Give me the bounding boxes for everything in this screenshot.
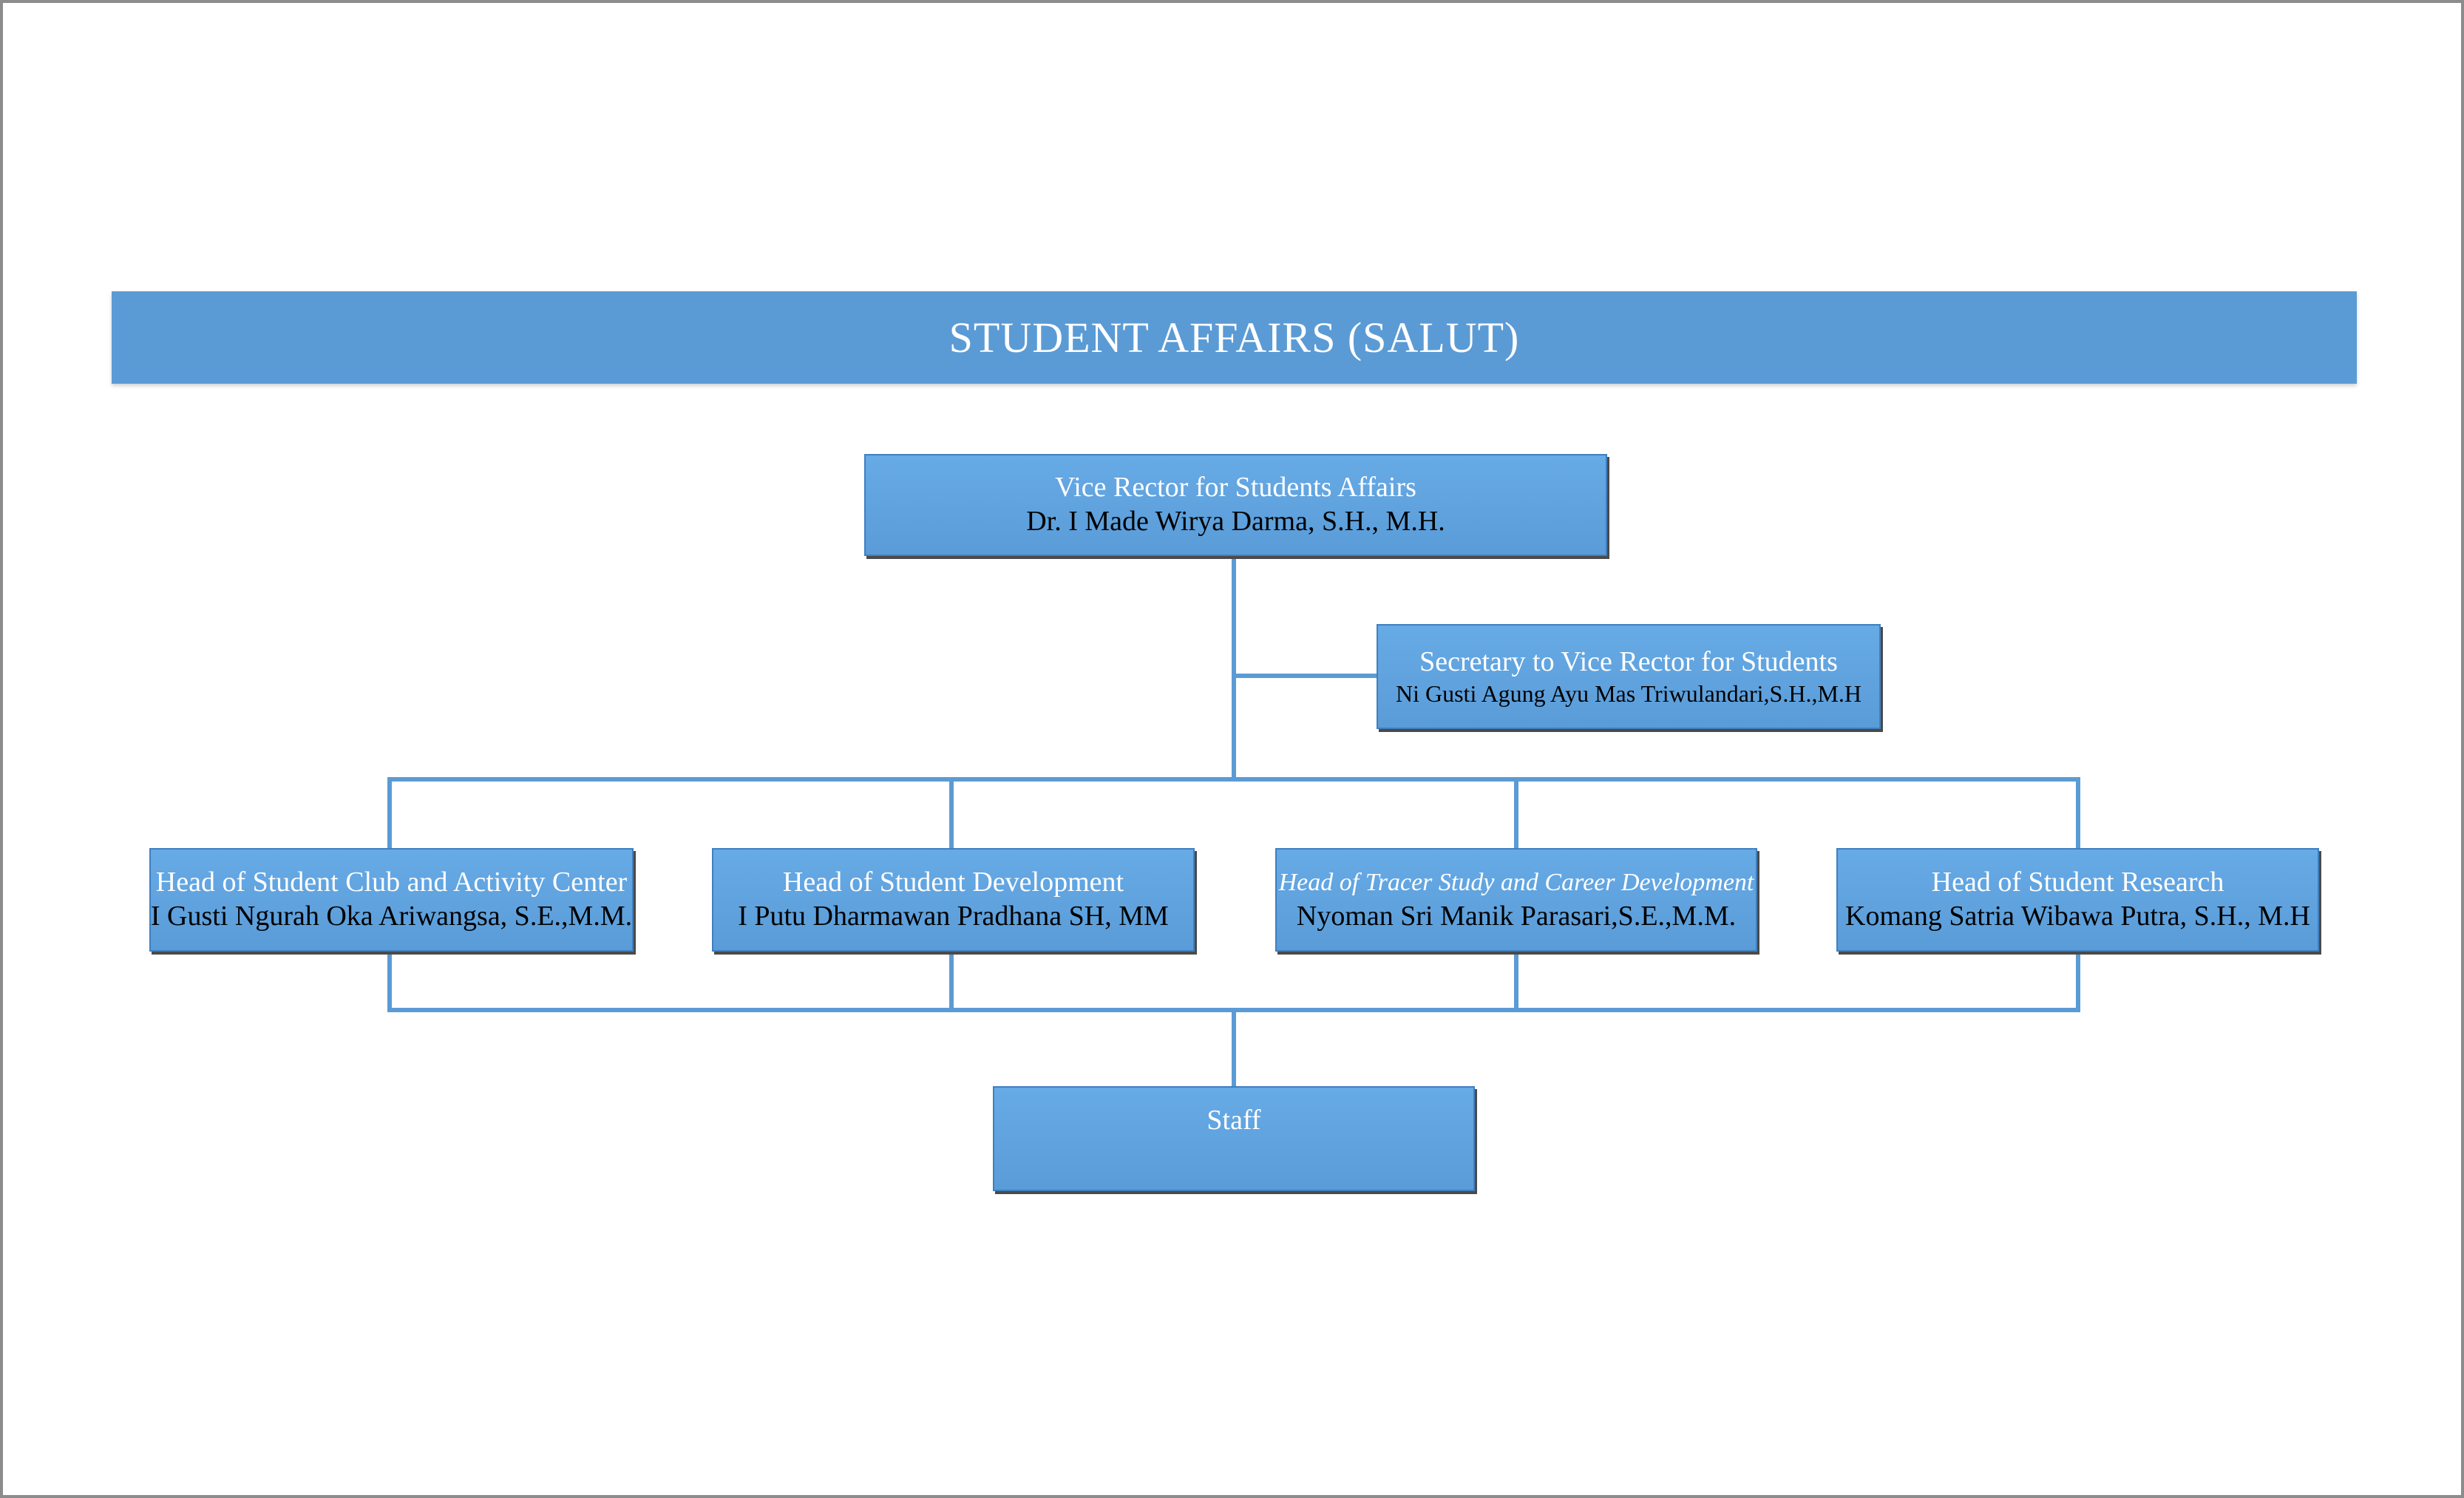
secretary-box: Secretary to Vice Rector for Students Ni… [1377,624,1881,729]
chart-title: STUDENT AFFAIRS (SALUT) [948,314,1520,362]
student-research-box: Head of Student Research Komang Satria W… [1836,848,2319,952]
secretary-name: Ni Gusti Agung Ayu Mas Triwulandari,S.H.… [1395,679,1861,707]
staff-role: Staff [1206,1105,1261,1136]
student-club-box: Head of Student Club and Activity Center… [149,848,634,952]
student-club-role: Head of Student Club and Activity Center [155,867,628,898]
tracer-study-role: Head of Tracer Study and Career Developm… [1278,869,1754,897]
student-club-name: I Gusti Ngurah Oka Ariwangsa, S.E.,M.M. [150,901,633,932]
tracer-study-box: Head of Tracer Study and Career Developm… [1275,848,1757,952]
staff-box: Staff [993,1086,1475,1191]
title-banner: STUDENT AFFAIRS (SALUT) [112,291,2357,384]
student-development-box: Head of Student Development I Putu Dharm… [712,848,1195,952]
student-development-role: Head of Student Development [782,867,1124,898]
vice-rector-name: Dr. I Made Wirya Darma, S.H., M.H. [1026,506,1445,537]
tracer-study-name: Nyoman Sri Manik Parasari,S.E.,M.M. [1296,901,1737,932]
vice-rector-box: Vice Rector for Students Affairs Dr. I M… [864,454,1607,556]
student-development-name: I Putu Dharmawan Pradhana SH, MM [738,901,1169,932]
secretary-role: Secretary to Vice Rector for Students [1419,646,1838,677]
vice-rector-role: Vice Rector for Students Affairs [1055,472,1416,504]
student-research-name: Komang Satria Wibawa Putra, S.H., M.H [1845,901,2310,932]
student-research-role: Head of Student Research [1931,867,2224,898]
connector-lines [387,554,2080,1088]
